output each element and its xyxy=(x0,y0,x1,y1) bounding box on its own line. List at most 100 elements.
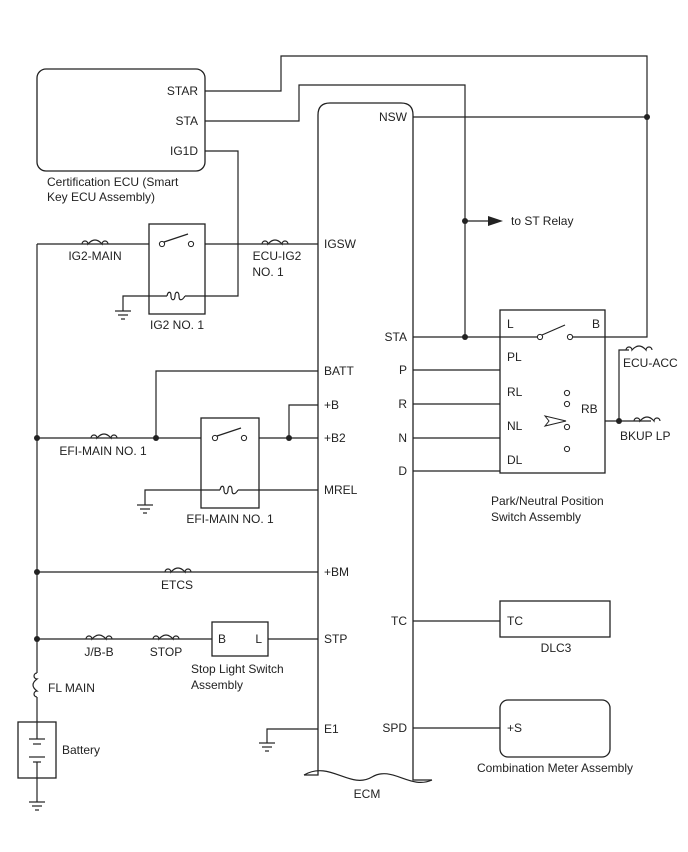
ecm-pin-plus-bm: +BM xyxy=(324,565,349,579)
junction-rb xyxy=(616,418,622,424)
stop-switch-pin-b: B xyxy=(218,632,226,646)
fuse-ecu-acc xyxy=(625,345,653,352)
ecm-pin-n: N xyxy=(398,431,407,445)
fuse-jb-b xyxy=(85,634,113,641)
efi-relay-box xyxy=(200,417,260,509)
pnp-label-2: Switch Assembly xyxy=(491,510,581,524)
cert-ecu-label-2: Key ECU Assembly) xyxy=(47,190,155,204)
ground-e1-icon xyxy=(259,742,275,752)
combination-meter-box xyxy=(499,699,611,758)
ig2-relay-label: IG2 NO. 1 xyxy=(150,318,204,332)
dlc3-box xyxy=(499,600,611,638)
fuse-bkup-lp xyxy=(633,416,661,423)
junction-batt xyxy=(153,435,159,441)
pnp-selector-wiper xyxy=(543,415,567,427)
wire-star xyxy=(205,55,648,338)
fuse-stop xyxy=(152,634,180,641)
fuse-etcs-label: ETCS xyxy=(161,578,193,592)
certification-ecu-box xyxy=(36,68,206,172)
wire-ig1d xyxy=(205,150,239,297)
ecm-pin-spd: SPD xyxy=(382,721,407,735)
fuse-etcs xyxy=(164,567,192,574)
fuse-ecu-ig2-label-2: NO. 1 xyxy=(252,265,284,279)
efi-switch-arm xyxy=(216,427,242,437)
cert-pin-ig1d: IG1D xyxy=(170,144,198,158)
pnp-contact-dl xyxy=(563,445,571,453)
ground-ig2-icon xyxy=(115,310,131,320)
pnp-pin-pl: PL xyxy=(507,350,522,364)
fuse-bkup-lp-label: BKUP LP xyxy=(620,429,670,443)
ecm-pin-e1: E1 xyxy=(324,722,339,736)
pnp-contact-nl xyxy=(563,423,571,431)
pnp-pin-b: B xyxy=(592,317,600,331)
junction-st-relay xyxy=(462,218,468,224)
ecm-pin-tc: TC xyxy=(391,614,407,628)
pnp-label: Park/Neutral Position xyxy=(491,494,604,508)
fuse-efi-main-label: EFI-MAIN NO. 1 xyxy=(59,444,147,458)
ecm: ECM IGSW BATT +B +B2 MREL +BM STP E1 NSW… xyxy=(303,102,433,801)
ecm-pin-nsw: NSW xyxy=(379,110,408,124)
wire-ig2-ground xyxy=(122,295,149,311)
combination-meter-label: Combination Meter Assembly xyxy=(477,761,633,775)
ground-battery-icon xyxy=(29,801,45,811)
stop-switch-label: Stop Light Switch xyxy=(191,662,284,676)
dlc3: TC DLC3 xyxy=(499,600,611,655)
pnp-contact-rl xyxy=(563,400,571,408)
efi-contact-left xyxy=(211,434,219,442)
pnp-pin-rl: RL xyxy=(507,385,523,399)
fuse-fl-main-label: FL MAIN xyxy=(48,681,95,695)
fuses: IG2-MAIN ECU-IG2 NO. 1 EFI-MAIN NO. 1 ET… xyxy=(32,239,678,698)
ig2-relay: IG2 NO. 1 xyxy=(148,223,206,332)
grounds xyxy=(29,310,275,811)
ground-efi-icon xyxy=(137,504,153,514)
ecm-label: ECM xyxy=(354,787,381,801)
ig2-relay-box xyxy=(148,223,206,315)
pnp-contact-l xyxy=(536,333,544,341)
fuse-ig2-main-label: IG2-MAIN xyxy=(68,249,121,263)
ecm-pin-r: R xyxy=(398,397,407,411)
ig2-contact-right xyxy=(187,240,195,248)
ig2-switch-arm xyxy=(163,233,189,243)
wire-batt xyxy=(155,370,318,438)
junction-plus-b xyxy=(286,435,292,441)
fuse-ecu-ig2 xyxy=(261,239,289,246)
fuse-ecu-acc-label: ECU-ACC xyxy=(623,356,678,370)
ecm-break-line xyxy=(303,770,433,783)
junctions xyxy=(34,114,650,642)
ecm-pin-mrel: MREL xyxy=(324,483,358,497)
stop-switch-box xyxy=(211,621,269,657)
battery: Battery xyxy=(17,721,100,779)
fuse-ig2-main xyxy=(81,239,109,246)
stop-switch-label-2: Assembly xyxy=(191,678,243,692)
cert-ecu-label: Certification ECU (Smart xyxy=(47,175,179,189)
ecm-pin-plus-b: +B xyxy=(324,398,339,412)
wire-efi-ground xyxy=(144,489,201,505)
wire-plus-b xyxy=(288,404,318,438)
efi-contact-right xyxy=(240,434,248,442)
efi-relay-label: EFI-MAIN NO. 1 xyxy=(186,512,274,526)
park-neutral-switch: L B PL RL NL RB DL Park/Neutral Position… xyxy=(491,309,606,524)
pnp-pin-nl: NL xyxy=(507,419,523,433)
battery-label: Battery xyxy=(62,743,100,757)
ig2-coil xyxy=(166,291,186,301)
junction-bus-stp xyxy=(34,636,40,642)
dlc3-label: DLC3 xyxy=(541,641,572,655)
pnp-lb-arm xyxy=(541,324,566,336)
pnp-pin-rb: RB xyxy=(581,402,598,416)
combination-meter-pin-s: +S xyxy=(507,721,522,735)
junction-sta xyxy=(462,334,468,340)
ig2-contact-left xyxy=(158,240,166,248)
ecm-pin-d: D xyxy=(398,464,407,478)
ecm-pin-igsw: IGSW xyxy=(324,237,357,251)
ecm-pin-stp: STP xyxy=(324,632,347,646)
fuse-efi-main xyxy=(90,433,118,440)
pnp-contact-pl xyxy=(563,389,571,397)
efi-relay: EFI-MAIN NO. 1 xyxy=(186,417,274,526)
junction-bus-bm xyxy=(34,569,40,575)
wire-e1 xyxy=(266,728,318,743)
stop-light-switch: B L Stop Light Switch Assembly xyxy=(191,621,284,692)
fuse-ecu-ig2-label: ECU-IG2 xyxy=(253,249,302,263)
junction-bus-efi xyxy=(34,435,40,441)
pnp-pin-l: L xyxy=(507,317,514,331)
fuse-stop-label: STOP xyxy=(150,645,182,659)
